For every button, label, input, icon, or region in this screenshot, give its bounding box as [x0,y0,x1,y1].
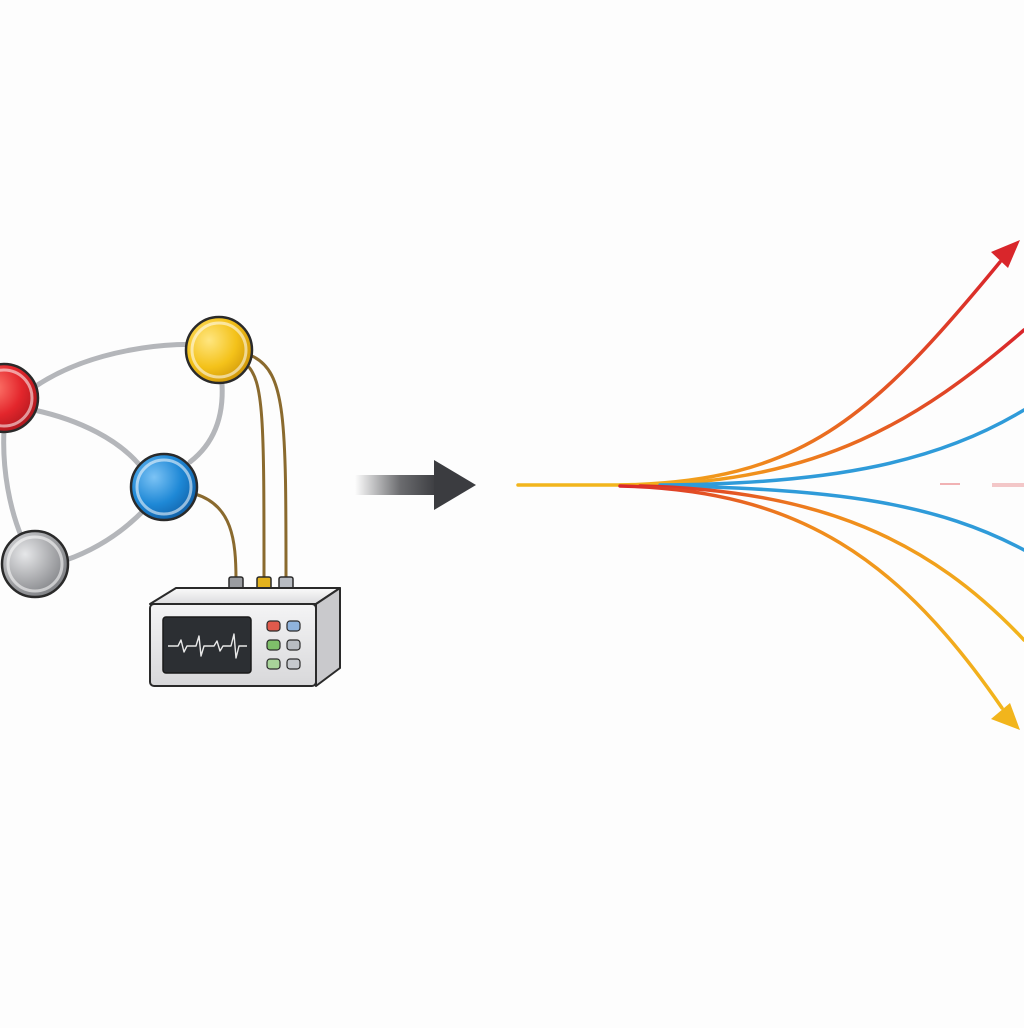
gray-node [0,529,70,599]
arrow-head [434,460,476,510]
device-button-green-2 [266,658,281,670]
right-arrow-icon [355,460,476,510]
sensor-wire [251,354,288,581]
network-link [31,407,145,471]
red-node [0,362,40,434]
monitoring-device-icon [149,576,341,687]
arrow-shaft [355,475,437,495]
ecg-waveform-icon [168,633,247,659]
sensor-wire [194,492,238,581]
stream-blue-down [658,484,1024,552]
device-top [149,587,341,605]
yellow-node [184,315,254,385]
device-screen [162,616,252,674]
blue-node [129,452,199,522]
stream-red-up [618,260,1002,487]
stream-yellow-arrowhead [991,703,1020,730]
diverging-signal-streams-icon [516,240,1024,730]
device-button-gray [286,639,301,651]
network-link [1,427,25,541]
stream-red-arrowhead [991,240,1020,268]
device-button-gray-2 [286,658,301,670]
stream-yellow-down [618,484,1004,710]
device-button-red [266,620,281,632]
stream-orange-up [638,328,1024,487]
network-link [187,381,225,465]
device-side [315,587,341,687]
network-link [63,505,149,563]
device-button-green [266,639,281,651]
sensor-wire [244,362,266,581]
device-button-blue [286,620,301,632]
stream-blue-up [658,408,1024,487]
stream-red-down [638,484,1024,642]
sensor-network-icon [0,315,288,599]
